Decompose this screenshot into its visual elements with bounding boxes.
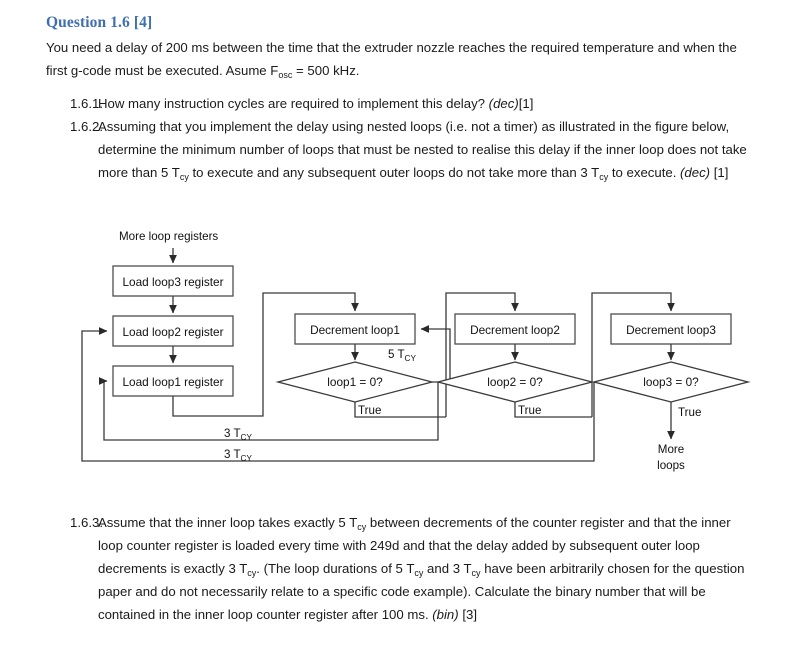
q162-p3: to execute. [608,165,681,180]
q163-p6: [3] [458,607,477,622]
decision-loop1-label: loop1 = 0? [327,375,383,389]
q163-p2: between decrements of the counter regist… [98,515,731,576]
intro-line-1: You need a delay of 200 ms between the t… [46,40,654,55]
q161-text-a: How many instruction cycles are required… [98,96,489,111]
node-load-loop1: Load loop1 register [112,365,234,397]
decision-loop3-label: loop3 = 0? [643,375,699,389]
subquestion-1-6-2-number: 1.6.2. [70,119,103,134]
subquestion-1-6-2: 1.6.2. Assuming that you implement the d… [46,115,752,184]
q163-marker-bin: (bin) [432,607,459,622]
edge-d2-true [514,402,592,418]
decision-loop2-label: loop2 = 0? [487,375,543,389]
q163-p1: Assume that the inner loop takes exactly… [98,515,358,530]
q161-marker-dec: (dec) [488,96,519,111]
edge-d1-true [354,402,446,418]
subquestion-1-6-1-number: 1.6.1. [70,96,103,111]
q163-p4: and 3 T [423,561,472,576]
q162-sub2: cy [599,172,609,182]
fosc-subscript: osc [278,70,293,80]
node-decrement-loop1: Decrement loop1 [294,313,416,345]
q161-text-b: [1] [518,96,534,111]
node-decrement-loop3: Decrement loop3 [610,313,732,345]
subquestion-1-6-3-body: Assume that the inner loop takes exactly… [98,511,752,626]
flowchart-entry-label: More loop registers [119,230,218,243]
flowchart-exit-label-line1: More [658,443,684,456]
edge-to-dec3 [591,292,675,417]
node-decrement-loop1-label: Decrement loop1 [310,323,400,337]
true-label-loop2: True [518,404,541,417]
node-decrement-loop3-label: Decrement loop3 [626,323,716,337]
node-load-loop2-label: Load loop2 register [123,325,224,339]
node-load-loop3-label: Load loop3 register [123,275,224,289]
subquestion-list-top: 1.6.1. How many instruction cycles are r… [46,92,752,184]
node-load-loop3: Load loop3 register [112,265,234,297]
true-label-loop3: True [678,406,701,419]
edge-d2-false-to-load1 [98,377,439,441]
q162-p1: Assuming that you implement the delay us… [98,119,747,180]
q162-sub1: cy [179,172,189,182]
subquestion-1-6-3-number: 1.6.3. [70,515,103,530]
intro-paragraph: You need a delay of 200 ms between the t… [46,36,746,82]
intro-line-2a: and when the first g-code must be execut… [46,40,737,78]
q163-sub3: cy [414,568,424,578]
node-load-loop1-label: Load loop1 register [123,375,224,389]
subquestion-1-6-2-body: Assuming that you implement the delay us… [98,115,752,184]
decision-loop2: loop2 = 0? [435,361,595,403]
node-decrement-loop2: Decrement loop2 [454,313,576,345]
true-label-loop1: True [358,404,381,417]
q163-p3: . (The loop durations of 5 T [256,561,415,576]
subquestion-1-6-1-body: How many instruction cycles are required… [98,92,752,115]
q162-p2: to execute and any subsequent outer loop… [188,165,600,180]
q163-sub1: cy [357,522,367,532]
timing-label-5tcy: 5 TCY [388,348,416,363]
q162-marker-dec: (dec) [680,165,711,180]
timing-label-3tcy-inner: 3 TCY [224,427,252,442]
node-load-loop2: Load loop2 register [112,315,234,347]
q163-sub4: cy [471,568,481,578]
q163-p5: have been arbitrarily chosen for the que… [98,561,745,622]
subquestion-1-6-1: 1.6.1. How many instruction cycles are r… [46,92,752,115]
edge-to-dec2 [445,292,519,417]
page-title: Question 1.6 [4] [46,14,153,31]
nested-loop-flowchart: More loop registers Load loop3 register … [0,218,785,483]
intro-line-2b: = 500 kHz. [292,63,360,78]
edge-load1-to-dec1 [172,292,359,417]
timing-label-3tcy-outer: 3 TCY [224,448,252,463]
subquestion-1-6-3: 1.6.3. Assume that the inner loop takes … [46,511,752,626]
decision-loop1: loop1 = 0? [275,361,435,403]
q162-p4: [1] [710,165,729,180]
decision-loop3: loop3 = 0? [591,361,751,403]
flowchart-exit-label-line2: loops [657,459,685,472]
q163-sub2: cy [247,568,257,578]
subquestion-list-bottom: 1.6.3. Assume that the inner loop takes … [46,511,752,626]
node-decrement-loop2-label: Decrement loop2 [470,323,560,337]
edge-d3-false-to-load2 [81,327,595,462]
